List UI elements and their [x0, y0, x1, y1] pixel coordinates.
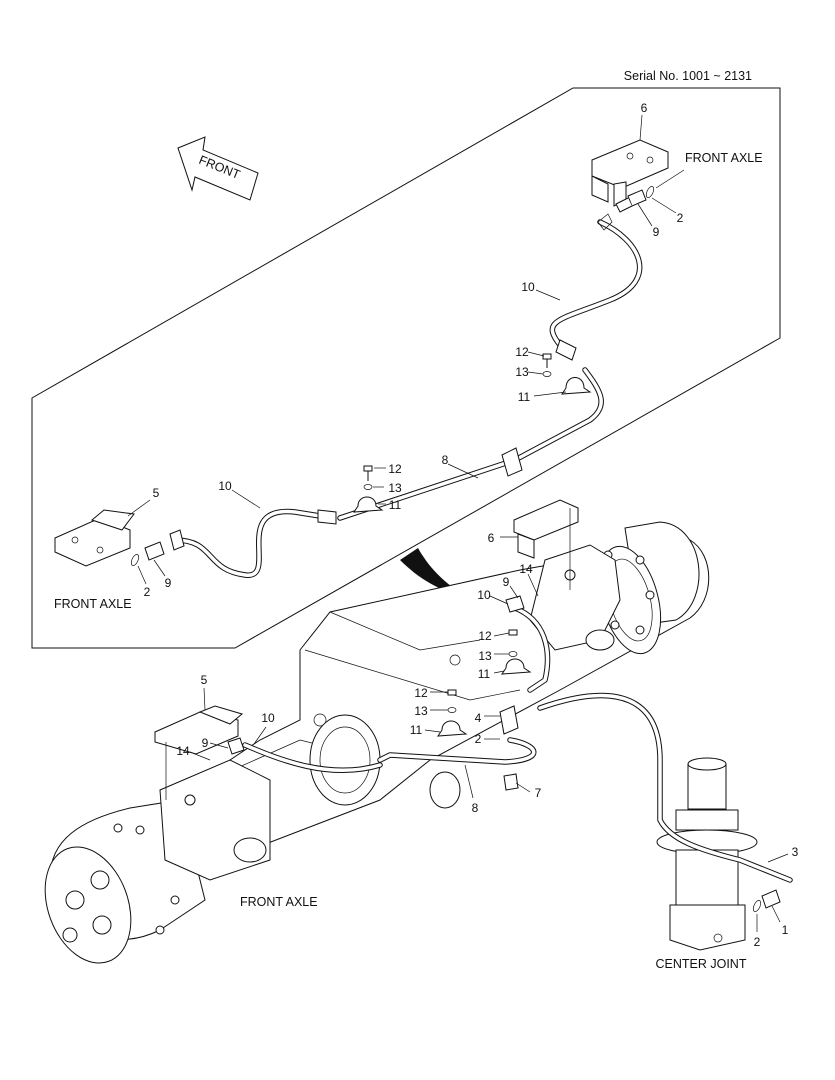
callout-9-left: 9 — [165, 576, 172, 590]
bolt-12-top — [542, 353, 552, 368]
callout-7: 7 — [535, 786, 542, 800]
callout-13-main-a: 13 — [478, 649, 492, 663]
bracket-6-main — [513, 499, 579, 559]
o-ring-cj — [752, 900, 762, 912]
callout-9-main: 9 — [503, 575, 510, 589]
caption-front-axle-top: FRONT AXLE — [685, 151, 763, 165]
right-steering-knuckle — [529, 544, 621, 651]
adapter-9-left — [144, 541, 165, 561]
washer-13-mid — [363, 484, 373, 490]
clamp-11-main-a — [501, 658, 532, 675]
o-ring-left — [130, 554, 140, 566]
tee-4 — [499, 705, 519, 735]
washer-13-top — [542, 371, 552, 377]
clamp-11-top — [561, 377, 592, 395]
callout-8-main: 8 — [472, 801, 479, 815]
callout-14-main: 14 — [519, 562, 533, 576]
bracket-5-main — [154, 705, 244, 755]
callout-6-main: 6 — [488, 531, 495, 545]
callout-2-left: 2 — [144, 585, 151, 599]
detail-inset-frame — [31, 87, 781, 649]
bracket-6-top — [591, 139, 669, 207]
callout-10-main: 10 — [477, 588, 491, 602]
front-arrow-icon: FRONT — [177, 136, 259, 201]
callout-12-top: 12 — [515, 345, 529, 359]
callout-2-cj: 2 — [754, 935, 761, 949]
elbow-7 — [503, 773, 519, 791]
callout-1: 1 — [782, 923, 789, 937]
adapter-9-left-main — [227, 737, 245, 755]
callout-6-top: 6 — [641, 101, 648, 115]
callout-11-main-b: 11 — [410, 723, 423, 737]
callout-11-mid: 11 — [389, 498, 402, 512]
center-differential — [309, 714, 461, 809]
bolt-12-mid — [363, 465, 373, 481]
callout-8-top: 8 — [442, 453, 449, 467]
callout-10-main-left: 10 — [261, 711, 275, 725]
caption-front-axle-bottom: FRONT AXLE — [240, 895, 318, 909]
o-ring-top — [645, 186, 655, 198]
callout-14-main-left: 14 — [176, 744, 190, 758]
callout-4: 4 — [475, 711, 482, 725]
callout-13-top: 13 — [515, 365, 529, 379]
callout-12-main-a: 12 — [478, 629, 492, 643]
callout-9-top: 9 — [653, 225, 660, 239]
center-joint — [656, 757, 758, 951]
callout-10-left: 10 — [218, 479, 232, 493]
caption-front-axle-left: FRONT AXLE — [54, 597, 132, 611]
left-steering-knuckle — [159, 759, 271, 881]
bracket-5-left — [54, 509, 135, 567]
clamp-11-main-b — [437, 720, 468, 737]
callout-11-main-a: 11 — [478, 667, 491, 681]
adapter-1-cj — [761, 889, 781, 909]
callout-12-mid: 12 — [388, 462, 402, 476]
serial-number: Serial No. 1001 ~ 2131 — [624, 69, 752, 83]
view-pointer — [400, 548, 470, 598]
bolt-12-main-b — [447, 689, 457, 696]
adapter-9-top — [615, 189, 647, 213]
callout-11-top: 11 — [518, 390, 531, 404]
callout-3: 3 — [792, 845, 799, 859]
callout-12-main-b: 12 — [414, 686, 428, 700]
callout-13-main-b: 13 — [414, 704, 428, 718]
clamp-11-mid — [353, 496, 384, 513]
caption-center-joint: CENTER JOINT — [656, 957, 747, 971]
hose-3-center-joint — [537, 692, 793, 883]
adapter-9-right — [505, 595, 525, 613]
callout-9-main-left: 9 — [202, 736, 209, 750]
callout-10-top: 10 — [521, 280, 535, 294]
callout-13-mid: 13 — [388, 481, 402, 495]
callout-2-top: 2 — [677, 211, 684, 225]
callout-5-left: 5 — [153, 486, 160, 500]
callout-2-main: 2 — [475, 732, 482, 746]
callout-5-main: 5 — [201, 673, 208, 687]
bolt-12-main-a — [508, 629, 518, 636]
